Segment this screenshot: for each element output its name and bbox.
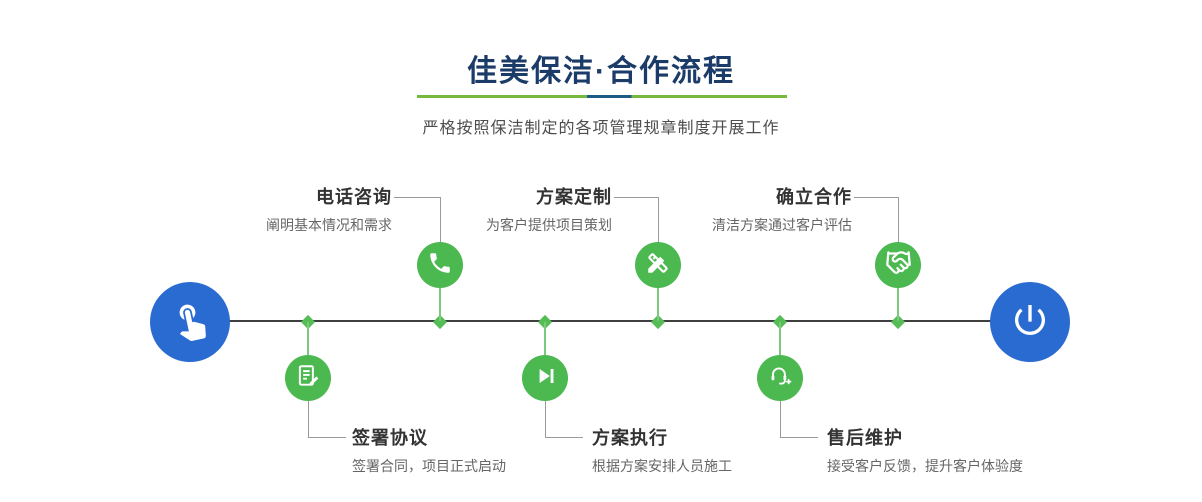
- timeline-end-node: [990, 282, 1070, 362]
- label-connector: [545, 437, 583, 438]
- node-connector: [307, 322, 309, 355]
- step-label: 方案执行: [592, 428, 668, 448]
- label-connector: [440, 197, 441, 242]
- step-node-contract: [285, 355, 331, 401]
- hand-pointer-icon: [169, 299, 211, 346]
- label-connector: [308, 401, 309, 437]
- step-aftersales-maintain: 售后维护 接受客户反馈，提升客户体验度: [827, 427, 1023, 475]
- title-divider: [417, 95, 787, 98]
- label-connector: [780, 437, 818, 438]
- step-establish-coop: 确立合作 清洁方案通过客户评估: [712, 186, 852, 234]
- step-sign-agreement: 签署协议 签署合同，项目正式启动: [352, 427, 506, 475]
- step-desc: 根据方案安排人员施工: [592, 458, 732, 474]
- step-plan-execute: 方案执行 根据方案安排人员施工: [592, 427, 732, 475]
- label-connector: [545, 401, 546, 437]
- phone-icon: [427, 250, 453, 281]
- timeline-line: [190, 320, 1030, 322]
- design-pencil-icon: [645, 250, 671, 281]
- step-label: 售后维护: [827, 428, 903, 448]
- step-node-handshake: [875, 242, 921, 288]
- step-label: 方案定制: [536, 187, 612, 207]
- play-execute-icon: [532, 363, 558, 394]
- step-label: 电话咨询: [316, 187, 392, 207]
- headset-support-icon: [767, 363, 793, 394]
- step-label: 签署协议: [352, 428, 428, 448]
- step-node-phone: [417, 242, 463, 288]
- step-desc: 为客户提供项目策划: [486, 217, 612, 233]
- step-node-aftersales: [757, 355, 803, 401]
- label-connector: [854, 197, 898, 198]
- node-connector: [897, 288, 899, 321]
- label-connector: [614, 197, 658, 198]
- step-node-design: [635, 242, 681, 288]
- step-desc: 清洁方案通过客户评估: [712, 217, 852, 233]
- node-connector: [657, 288, 659, 321]
- step-desc: 签署合同，项目正式启动: [352, 458, 506, 474]
- label-connector: [308, 437, 346, 438]
- step-desc: 阐明基本情况和需求: [266, 217, 392, 233]
- timeline-start-node: [150, 282, 230, 362]
- node-connector: [544, 322, 546, 355]
- label-connector: [780, 401, 781, 437]
- step-phone-consult: 电话咨询 阐明基本情况和需求: [266, 186, 392, 234]
- step-desc: 接受客户反馈，提升客户体验度: [827, 458, 1023, 474]
- contract-sign-icon: [295, 363, 321, 394]
- node-connector: [779, 322, 781, 355]
- node-connector: [439, 288, 441, 321]
- page-title: 佳美保洁·合作流程: [467, 55, 735, 88]
- page-subtitle: 严格按照保洁制定的各项管理规章制度开展工作: [422, 120, 780, 137]
- step-plan-custom: 方案定制 为客户提供项目策划: [486, 186, 612, 234]
- step-label: 确立合作: [776, 187, 852, 207]
- label-connector: [898, 197, 899, 242]
- label-connector: [658, 197, 659, 242]
- power-icon: [1010, 300, 1050, 345]
- step-node-execute: [522, 355, 568, 401]
- handshake-icon: [885, 249, 912, 281]
- label-connector: [394, 197, 440, 198]
